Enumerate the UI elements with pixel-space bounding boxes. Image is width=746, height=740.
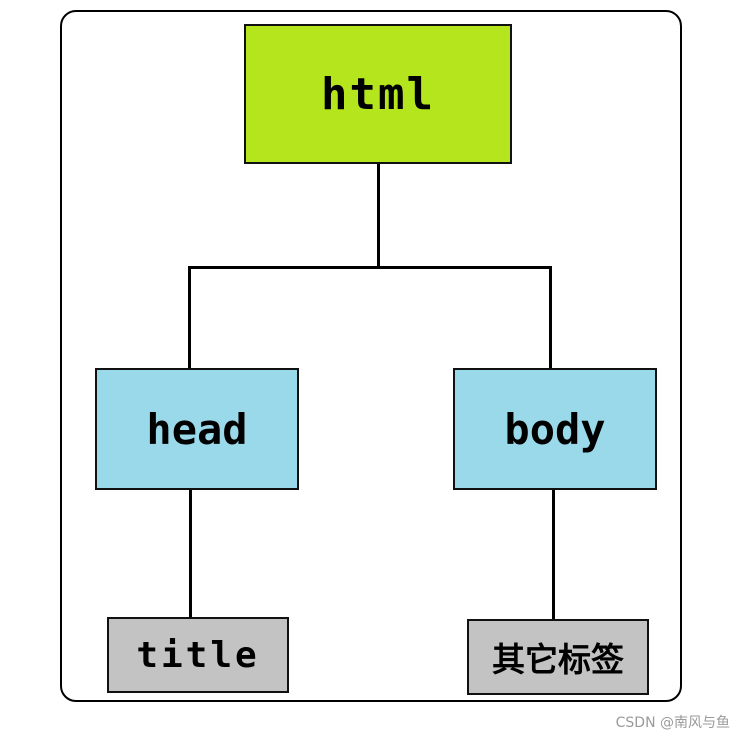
node-other-tags: 其它标签 <box>467 619 649 695</box>
node-html: html <box>244 24 512 164</box>
node-head: head <box>95 368 299 490</box>
connector-to-body <box>549 266 552 369</box>
connector-body-to-other <box>552 489 555 620</box>
node-body: body <box>453 368 657 490</box>
watermark: CSDN @南风与鱼 <box>615 715 730 731</box>
connector-horizontal <box>188 266 552 269</box>
node-title: title <box>107 617 289 693</box>
connector-html-down <box>377 163 380 269</box>
connector-head-to-title <box>189 489 192 618</box>
connector-to-head <box>188 266 191 369</box>
